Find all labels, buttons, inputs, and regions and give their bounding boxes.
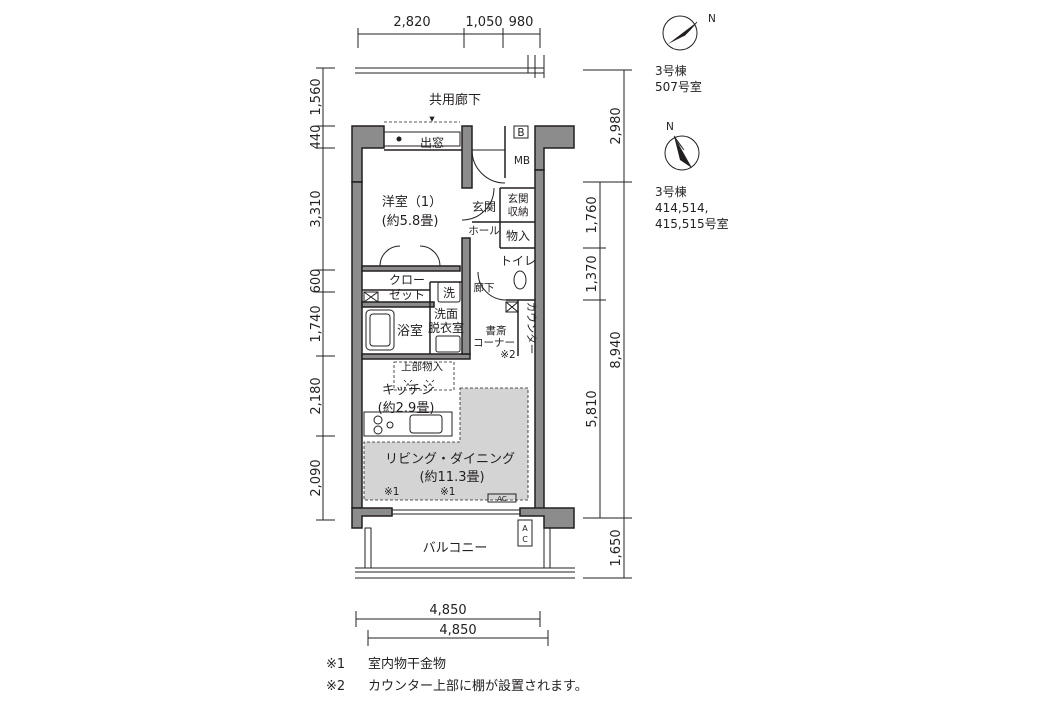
ac-outdoor-label-2: C xyxy=(522,535,528,544)
dim-left-2: 440 xyxy=(309,125,324,150)
dim-top-3: 980 xyxy=(509,15,534,30)
dim-left-1: 1,560 xyxy=(309,78,324,115)
bedroom-size: (約5.8畳) xyxy=(382,214,439,229)
dim-top-2: 1,050 xyxy=(465,15,502,30)
dim-left-5: 1,740 xyxy=(309,305,324,342)
hall-label: ホール xyxy=(468,225,500,237)
dim-right-outer-1: 2,980 xyxy=(609,107,624,144)
upper-storage-area xyxy=(393,361,455,391)
counter-box xyxy=(505,301,519,313)
orientation-1-line2: 507号室 xyxy=(655,79,702,94)
washer-icon xyxy=(437,281,461,303)
upper-storage-label: 上部物入 xyxy=(401,360,443,373)
partitions xyxy=(362,126,535,356)
note-2-mark: ※2 xyxy=(326,679,345,694)
living-area xyxy=(363,387,529,501)
orientation-2-line3: 415,515号室 xyxy=(655,216,729,231)
drying-mark-2: ※1 xyxy=(440,486,455,498)
living-size: (約11.3畳) xyxy=(419,470,484,485)
compass-icon: N xyxy=(664,121,700,171)
drying-mark-1: ※1 xyxy=(384,486,399,498)
dim-left-3: 3,310 xyxy=(309,190,324,227)
orientation-2-line1: 3号棟 xyxy=(655,184,687,199)
orientation-2-line2: 414,514, xyxy=(655,201,708,215)
bedroom-door xyxy=(461,187,495,221)
closet-label-1: クロー xyxy=(389,273,425,287)
wash-label: 洗 xyxy=(443,286,455,300)
closet-doors xyxy=(379,245,441,267)
kitchen-label: キッチン xyxy=(382,383,434,398)
balcony-label: バルコニー xyxy=(423,541,488,556)
ac-outdoor-label-1: A xyxy=(522,524,528,533)
bedroom-label: 洋室（1） xyxy=(382,194,442,210)
hallway-label: 廊下 xyxy=(474,281,495,294)
note-2-text: カウンター上部に棚が設置されます。 xyxy=(368,678,588,694)
dim-top-1: 2,820 xyxy=(393,15,430,30)
b-label: B xyxy=(517,127,524,139)
kitchen-size: (約2.9畳) xyxy=(378,401,435,416)
washroom-label-1: 洗面 xyxy=(434,307,458,321)
bay-window xyxy=(383,121,461,147)
top-dimensions: 2,820 1,050 980 xyxy=(357,15,541,48)
left-dimensions: 1,560 440 3,310 600 1,740 2,180 2,090 xyxy=(309,67,335,521)
counter-label: カウンター xyxy=(525,302,537,355)
corridor-label: 共用廊下 xyxy=(429,92,481,108)
bathtub-icon xyxy=(365,309,395,351)
kitchen-sink-icon xyxy=(409,414,443,434)
entrance-door xyxy=(471,149,506,184)
corridor-railing xyxy=(355,55,545,78)
stove-burner-icon xyxy=(373,415,383,425)
dim-left-4: 600 xyxy=(309,269,324,294)
b-box xyxy=(513,125,529,139)
closet-box-cross xyxy=(363,291,379,303)
balcony-railing xyxy=(355,527,575,579)
study-note: ※2 xyxy=(500,349,515,361)
compass-north-label: N xyxy=(666,121,674,133)
orientation-1-line1: 3号棟 xyxy=(655,63,687,78)
dim-right-inner-2: 1,370 xyxy=(585,255,600,292)
dim-right-inner-1: 1,760 xyxy=(585,196,600,233)
study-label-1: 書斎 xyxy=(486,324,507,337)
dim-bottom-1: 4,850 xyxy=(429,603,466,618)
toilet-door xyxy=(477,271,507,301)
closet-label-2: ゼット xyxy=(389,288,425,302)
right-outer-dimensions: 2,980 8,940 1,650 xyxy=(583,69,632,579)
storage-label: 物入 xyxy=(506,229,530,243)
dim-bottom-2: 4,850 xyxy=(439,623,476,638)
toilet-label: トイレ xyxy=(500,254,536,268)
dim-left-7: 2,090 xyxy=(309,459,324,496)
closet-box xyxy=(363,291,379,303)
ac-label: AC xyxy=(497,495,507,503)
ac-unit xyxy=(487,493,517,503)
entrance-label: 玄関 xyxy=(472,199,496,214)
washroom-label-2: 脱衣室 xyxy=(428,320,464,335)
shoe-storage-label-2: 収納 xyxy=(508,205,529,218)
study-label-2: コーナー xyxy=(473,337,515,349)
window-marker-icon: ▾ xyxy=(429,113,435,125)
living-label: リビング・ダイニング xyxy=(385,452,515,467)
dim-left-6: 2,180 xyxy=(309,377,324,414)
sink-icon xyxy=(435,335,461,353)
bath-label: 浴室 xyxy=(397,323,423,339)
note-1-text: 室内物干金物 xyxy=(368,656,446,672)
bottom-dimensions: 4,850 4,850 xyxy=(355,603,549,646)
mb-label: MB xyxy=(514,155,530,167)
right-inner-dimensions: 1,760 1,370 5,810 xyxy=(583,182,606,518)
ac-outdoor-unit xyxy=(517,519,533,547)
shoe-storage-label-1: 玄関 xyxy=(508,192,529,205)
window-label: 出窓 xyxy=(420,135,444,150)
dim-right-outer-3: 1,650 xyxy=(609,529,624,566)
compass-icon: N xyxy=(662,13,716,51)
kitchen-counter xyxy=(363,411,453,437)
dim-right-outer-2: 8,940 xyxy=(609,331,624,368)
toilet-bowl-icon xyxy=(513,270,527,290)
note-1-mark: ※1 xyxy=(326,657,345,672)
dim-right-inner-3: 5,810 xyxy=(585,390,600,427)
compass-north-label: N xyxy=(708,13,716,25)
